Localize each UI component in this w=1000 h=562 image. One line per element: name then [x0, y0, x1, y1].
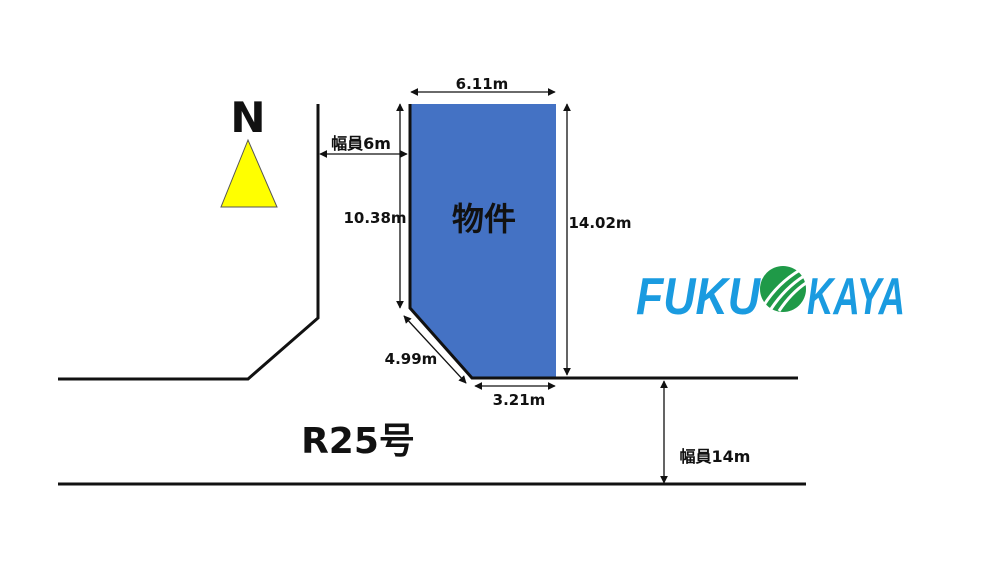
property-lot — [410, 104, 556, 378]
dim-side-road-label: 幅員6m — [331, 134, 391, 153]
property-label: 物件 — [452, 200, 516, 238]
side-road-edge — [58, 104, 320, 381]
fukuokaya-logo: FUKU KAYA — [636, 266, 905, 326]
dim-main-road-label: 幅員14m — [680, 447, 751, 466]
svg-text:KAYA: KAYA — [807, 268, 905, 326]
north-label: N — [230, 93, 265, 142]
road-name: R25号 — [301, 421, 415, 462]
dim-corner-label: 4.99m — [385, 350, 438, 368]
svg-text:FUKU: FUKU — [636, 268, 761, 326]
dim-right-label: 14.02m — [568, 214, 631, 232]
dim-arrow-corner — [403, 315, 467, 384]
dim-top-label: 6.11m — [456, 75, 509, 93]
north-arrow-icon — [220, 138, 278, 208]
dim-bottom-label: 3.21m — [493, 391, 546, 409]
dim-left-label: 10.38m — [343, 209, 406, 227]
